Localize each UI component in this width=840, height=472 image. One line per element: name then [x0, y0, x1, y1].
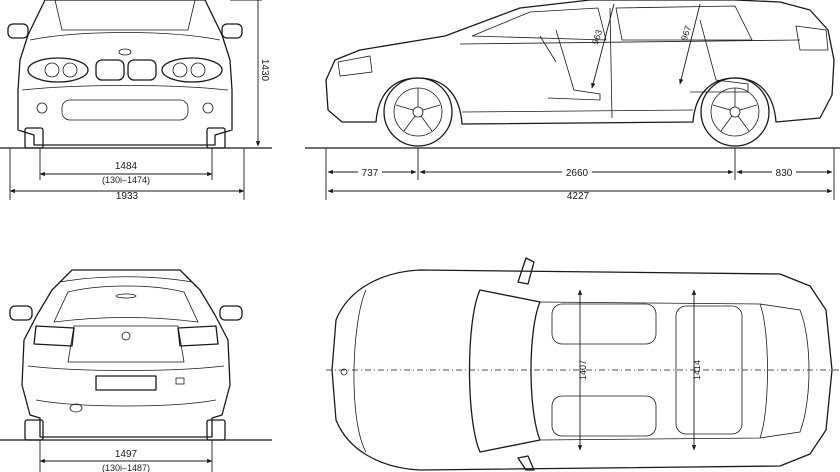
rear-left-taillight: [33, 325, 75, 347]
top-roof: [539, 301, 768, 441]
side-view: 963 967 737 2660 830 4227: [305, 0, 840, 202]
top-view: 1407 1414: [326, 257, 840, 471]
side-rear-seat-label: 967: [679, 24, 693, 41]
side-front-seat-dim-line: [591, 3, 615, 89]
front-right-mirror: [221, 23, 243, 39]
rear-body-outline: [21, 269, 231, 438]
side-front-seat-label: 963: [590, 28, 604, 45]
front-left-tyre: [24, 127, 44, 149]
rear-left-mirror: [9, 305, 33, 321]
rear-bumper-lower: [35, 399, 217, 407]
front-kidney-grille-right: [127, 59, 157, 81]
side-wheelbase-label: 2660: [566, 168, 589, 179]
rear-track-label: 1497: [115, 449, 138, 460]
side-front-overhang-label: 737: [362, 168, 379, 179]
front-left-mirror: [7, 23, 29, 39]
top-front-right-seat: [551, 395, 657, 437]
side-taillight: [795, 25, 829, 51]
side-door-line: [609, 7, 613, 119]
rear-bumper: [27, 365, 225, 371]
rear-logo-icon: [121, 331, 131, 341]
front-right-lamp-ring-1: [172, 62, 188, 78]
side-sill-line: [461, 109, 694, 113]
top-body-outline: [331, 269, 833, 471]
front-track-label: 1484: [115, 161, 138, 172]
rear-tailgate: [67, 325, 185, 363]
front-view: 1430 1484 (130i–1474) 1933: [0, 0, 272, 202]
side-steering-wheel: [539, 35, 557, 63]
top-hood-line: [353, 289, 367, 453]
top-left-mirror: [517, 257, 535, 285]
front-body-outline: [17, 0, 233, 146]
front-left-headlight: [27, 57, 89, 83]
top-rear-width-label: 1414: [692, 360, 702, 380]
rear-roof-spoiler: [59, 276, 193, 283]
top-right-mirror: [517, 455, 535, 471]
front-right-lamp-ring-2: [190, 62, 206, 78]
front-width-label: 1933: [116, 191, 139, 202]
front-right-tyre: [206, 127, 226, 149]
front-right-foglamp: [202, 102, 214, 114]
front-bumper: [21, 85, 229, 91]
rear-view: 1497 (130i–1487): [0, 269, 272, 472]
rear-license-plate: [95, 375, 157, 391]
side-rear-overhang-label: 830: [776, 168, 793, 179]
front-kidney-grille-left: [95, 59, 125, 81]
side-rear-seat-dim-line: [679, 3, 701, 85]
top-windshield: [468, 289, 541, 453]
front-track-variant-label: (130i–1474): [102, 175, 150, 185]
front-left-lamp-ring-2: [62, 62, 78, 78]
front-height-label: 1430: [259, 59, 270, 82]
front-left-lamp-ring-1: [44, 62, 60, 78]
rear-track-variant-label: (130i–1487): [102, 463, 150, 472]
rear-reflector: [175, 377, 185, 385]
front-windshield: [54, 0, 196, 31]
rear-right-mirror: [219, 305, 243, 321]
top-front-width-label: 1407: [578, 360, 588, 380]
front-logo-icon: [118, 48, 132, 56]
front-left-foglamp: [36, 102, 48, 114]
side-body-outline: [325, 0, 835, 125]
top-front-left-seat: [551, 303, 657, 345]
side-belt-line: [459, 39, 801, 45]
top-rear-window: [759, 303, 810, 439]
side-rear-seat: [690, 19, 749, 93]
rear-left-tyre: [24, 419, 44, 441]
rear-brake-light: [115, 293, 137, 299]
front-lower-intake: [61, 99, 189, 121]
rear-exhaust: [69, 403, 83, 413]
side-length-label: 4227: [567, 191, 590, 202]
rear-right-taillight: [177, 325, 219, 347]
top-logo-icon: [340, 368, 348, 376]
side-front-window: [471, 7, 607, 41]
side-headlight: [337, 55, 373, 77]
rear-right-tyre: [206, 419, 226, 441]
side-rear-window: [615, 5, 753, 41]
side-front-seat: [547, 29, 601, 101]
front-right-headlight: [161, 57, 223, 83]
rear-window: [53, 285, 199, 323]
top-rear-bench: [675, 305, 743, 435]
side-rear-wheel: [700, 77, 770, 147]
side-front-wheel: [383, 77, 453, 147]
front-hood: [29, 32, 221, 41]
